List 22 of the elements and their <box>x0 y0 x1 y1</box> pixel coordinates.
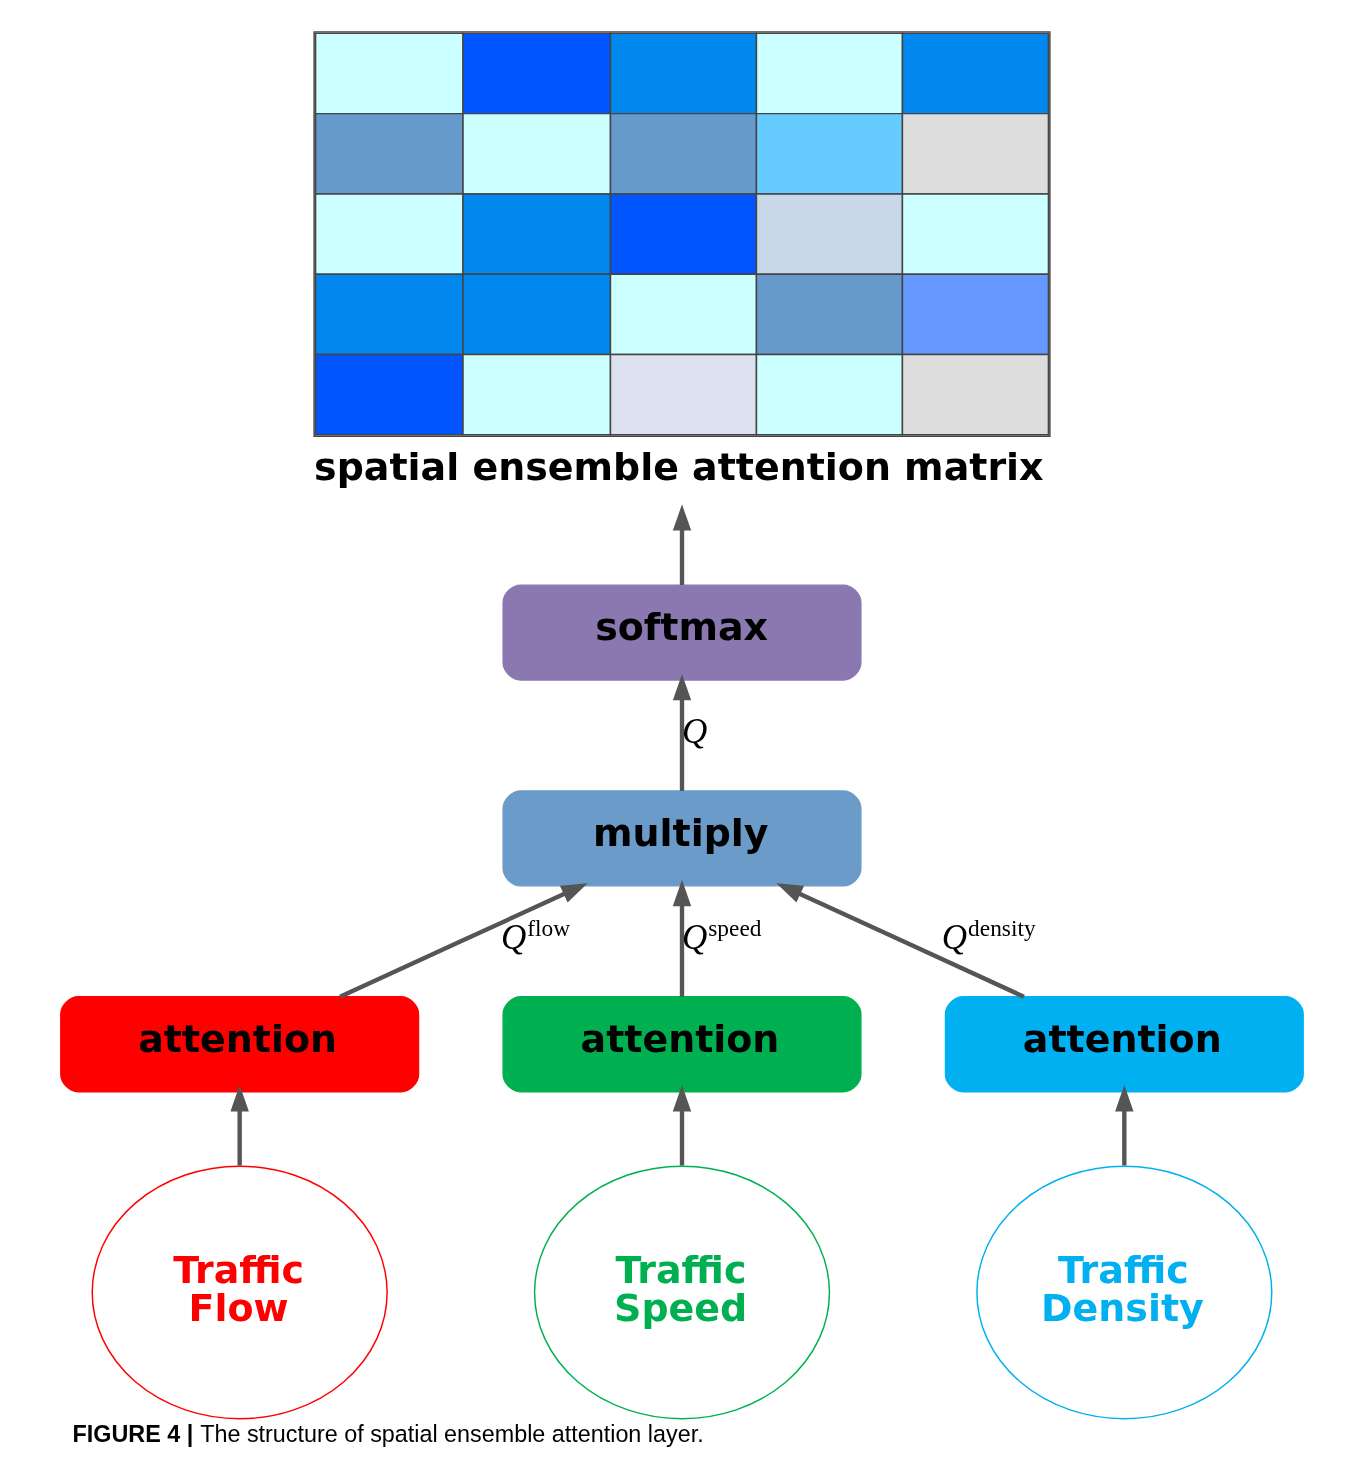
node-ellipse: Traffic Density <box>975 1165 1272 1420</box>
node-ellipse: Traffic Flow <box>91 1165 388 1420</box>
node-box: attention <box>944 996 1304 1093</box>
node-box: multiply <box>501 790 862 887</box>
edge-label: Q$^{flow}$ <box>500 914 570 957</box>
edge-label: Q <box>681 712 707 752</box>
arrow <box>672 1085 691 1166</box>
edge-label: Q$^{density}$ <box>941 914 1036 957</box>
arrow <box>229 1085 249 1166</box>
node-ellipse: Traffic Speed <box>533 1165 830 1420</box>
node-box: softmax <box>501 584 862 681</box>
node-box: attention <box>59 996 419 1093</box>
arrow <box>1114 1085 1134 1166</box>
edge-label: Q$^{speed}$ <box>681 914 761 957</box>
arrow <box>338 883 588 999</box>
caption: FIGURE 4 | The structure of spatial ensemble attention layer. <box>72 1420 704 1447</box>
node-box: attention <box>501 996 862 1093</box>
arrow <box>775 883 1025 999</box>
arrow <box>672 504 691 585</box>
node-label: spatial ensemble attention matrix <box>313 444 1044 489</box>
arrow <box>672 673 691 791</box>
arrow <box>672 879 691 997</box>
